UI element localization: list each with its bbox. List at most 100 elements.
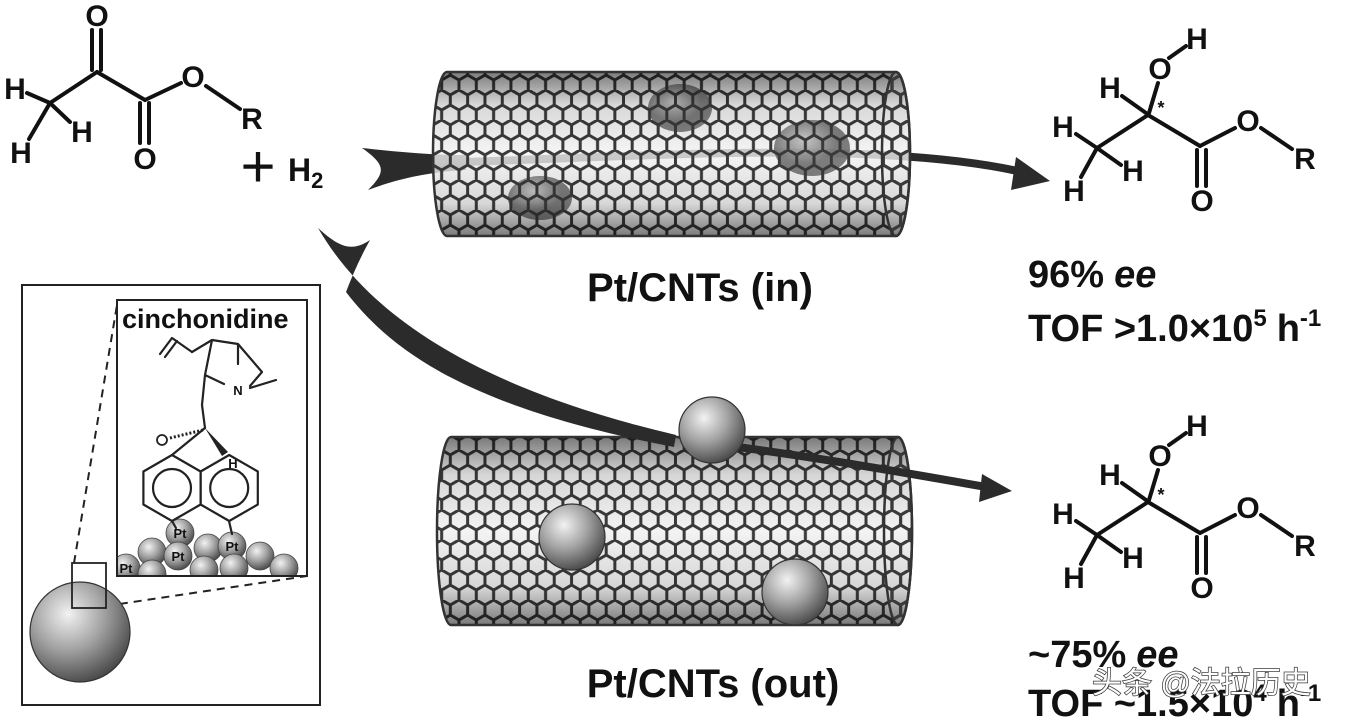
ee-unit: ee: [1136, 634, 1178, 676]
hydrogen-subscript: 2: [311, 168, 323, 193]
hydroxyl-oxygen-label: O: [1148, 440, 1171, 473]
hydroxyl-oxygen-mark: [156, 434, 168, 446]
tof-exponent: 5: [1253, 305, 1266, 332]
bond: [1095, 113, 1150, 150]
bond: [204, 84, 242, 111]
zoom-guide-line: [73, 304, 118, 564]
exterior-pt-particles: [538, 396, 829, 626]
tube-opening: [882, 435, 914, 627]
bond: [1147, 81, 1160, 115]
bond: [1079, 146, 1099, 179]
tof-unit-exponent: -1: [1300, 305, 1321, 332]
pt-atom-label: Pt: [172, 549, 186, 564]
hydroxyl-oxygen-label: O: [1148, 53, 1171, 86]
ee-value: 96%: [1028, 254, 1104, 296]
ee-unit: ee: [1114, 254, 1156, 296]
hashed-bond: [169, 428, 204, 440]
hydrogen-reagent: H2: [288, 152, 323, 193]
tof-unit: h: [1277, 683, 1300, 722]
r-group-label: R: [1294, 530, 1316, 563]
bond: [143, 81, 183, 102]
hydrogen-label: H: [228, 456, 237, 471]
methyl-hydrogen-label: H: [4, 73, 26, 106]
adsorption-line: [170, 519, 178, 530]
bond: [1198, 126, 1237, 148]
r-group-label: R: [1294, 143, 1316, 176]
plus-sign: +: [240, 133, 275, 200]
bond: [1095, 146, 1123, 167]
zoom-detail-content: Pt Pt Pt Pt N H: [118, 336, 299, 576]
r-group-label: R: [241, 103, 263, 136]
bond: [1259, 126, 1294, 151]
bond: [25, 91, 52, 105]
bond: [170, 426, 207, 457]
quinuclidine-cage: [190, 338, 278, 430]
ee-in: 96%ee: [1028, 254, 1156, 296]
pt-atom: [245, 541, 275, 571]
pt-surface-cluster: Pt Pt Pt Pt: [118, 518, 299, 576]
arrow-tail: [318, 228, 676, 447]
methyl-hydrogen-label: H: [1052, 498, 1074, 531]
pt-particle-sphere: [761, 558, 829, 626]
pt-nanoparticle-sphere: [29, 581, 131, 683]
methyl-hydrogen-label: H: [1063, 562, 1085, 595]
tof-unit-exponent: -1: [1300, 680, 1321, 707]
tof-prefix: TOF ~1.5×10: [1028, 683, 1253, 722]
bond: [95, 70, 147, 102]
hydroxyl-hydrogen-label: H: [1186, 23, 1208, 56]
bond: [1167, 431, 1188, 447]
hydrogen-symbol: H: [288, 152, 311, 188]
wedge-bond: [205, 428, 228, 456]
arrow-head: [979, 474, 1012, 502]
vinyl-group: [158, 336, 194, 359]
bond: [1079, 533, 1099, 566]
aromatic-circle: [209, 467, 250, 509]
reactant-structure: O H H H O O R: [4, 0, 263, 176]
nitrogen-label: N: [233, 383, 242, 398]
methyl-hydrogen-label: H: [71, 116, 93, 149]
carbonyl-oxygen-label: O: [1190, 572, 1213, 605]
bond: [1120, 481, 1148, 502]
pt-atom: [189, 555, 219, 575]
ester-oxygen-label: O: [1236, 492, 1259, 525]
pt-particle-sphere: [538, 503, 606, 571]
methyl-hydrogen-label: H: [10, 137, 32, 170]
pt-atom-label: Pt: [120, 561, 134, 576]
pt-atom-label: Pt: [226, 539, 240, 554]
hydroxyl-hydrogen-label: H: [1186, 410, 1208, 443]
tof-unit: h: [1277, 308, 1300, 350]
arrow-head: [1011, 157, 1050, 190]
inset-panel: Pt Pt Pt Pt N H cinch: [21, 284, 321, 706]
aromatic-circle: [151, 467, 193, 509]
cinchonidine-molecule: N H: [142, 336, 278, 536]
nanotube-pt-inside: [431, 70, 912, 238]
bond: [48, 101, 72, 124]
bond: [1120, 94, 1148, 115]
bond: [1095, 533, 1123, 554]
bond: [1095, 500, 1150, 537]
pt-atom: [163, 541, 193, 571]
tof-prefix: TOF >1.0×10: [1028, 308, 1253, 350]
ester-oxygen-label: O: [181, 61, 204, 94]
product-structure-out: H O H * H H H O R O: [1052, 410, 1316, 605]
stereocenter-mark: *: [1157, 485, 1164, 505]
bond: [1198, 513, 1237, 535]
pt-atom: [137, 559, 167, 575]
bond: [48, 70, 99, 105]
bond: [1074, 132, 1099, 150]
bond: [1167, 44, 1188, 60]
ester-oxygen-label: O: [1236, 105, 1259, 138]
adsorption-line: [227, 519, 234, 536]
zoom-region-box: [71, 562, 107, 609]
tof-exponent: 4: [1253, 680, 1267, 707]
alpha-hydrogen-label: H: [1099, 72, 1121, 105]
bond: [1259, 513, 1294, 538]
tube-shading: [431, 70, 912, 238]
zoom-guide-line: [105, 575, 308, 607]
methyl-hydrogen-label: H: [1122, 542, 1144, 575]
catalyst-in-label: Pt/CNTs (in): [587, 266, 813, 310]
watermark: 头条 @法拉历史: [1092, 667, 1311, 700]
ester-carbonyl-oxygen-label: O: [133, 143, 156, 176]
product-structure-in: H O H * H H H O R O: [1052, 23, 1316, 218]
keto-oxygen-label: O: [85, 0, 108, 33]
